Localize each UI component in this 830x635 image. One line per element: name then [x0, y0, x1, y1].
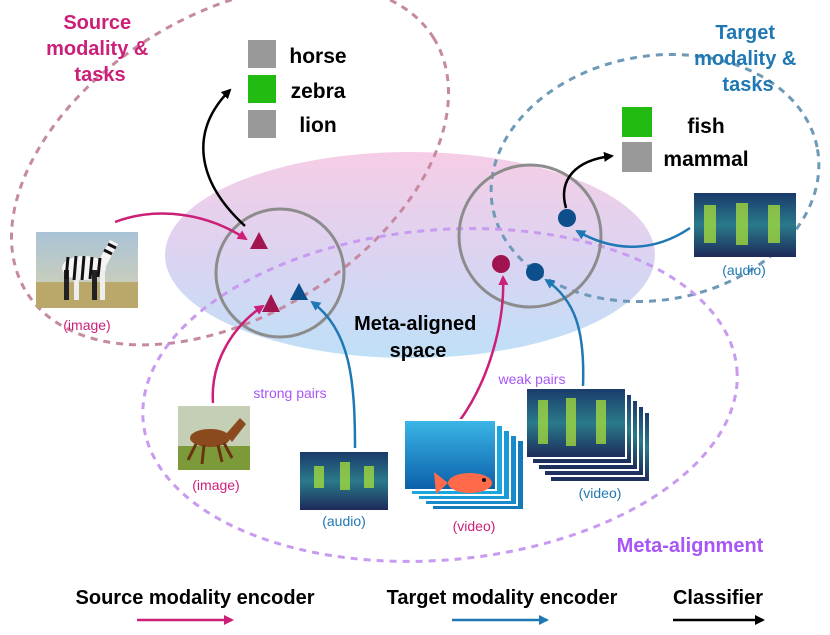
target-region-title: Target modality & tasks: [694, 22, 802, 96]
legend: Source modality encoder Target modality …: [76, 587, 765, 625]
strong-pairs-label: strong pairs: [253, 385, 326, 401]
fish-video-point: [492, 255, 510, 273]
meta-alignment-outline: [141, 227, 739, 563]
zebra-encoder-arrow: [114, 212, 248, 241]
class-label-mammal: mammal: [663, 148, 748, 171]
spectrogram-video-point: [526, 263, 544, 281]
weak-pairs-label: weak pairs: [498, 371, 566, 387]
class-label-fish: fish: [687, 115, 724, 138]
legend-target-label: Target modality encoder: [387, 587, 618, 609]
fish-video-caption: (video): [453, 518, 496, 534]
meta-alignment-title: Meta-alignment: [617, 535, 764, 557]
audio-pair-encoder-arrow: [310, 300, 357, 449]
target-class-list: fish mammal: [622, 107, 749, 172]
class-swatch-horse: [248, 40, 276, 68]
horse-image-caption: (image): [192, 477, 239, 493]
target-audio-spectrogram-icon: [694, 193, 796, 257]
class-swatch-zebra: [248, 75, 276, 103]
target-audio-caption: (audio): [722, 262, 766, 278]
source-embedding-circle: [214, 207, 346, 339]
horse-encoder-arrow: [211, 304, 265, 404]
class-label-lion: lion: [299, 114, 336, 137]
horse-image-point: [262, 294, 280, 312]
class-swatch-lion: [248, 110, 276, 138]
zebra-photo-icon: [36, 232, 138, 308]
video-spec-encoder-arrow: [544, 278, 585, 387]
zebra-image-caption: (image): [63, 317, 110, 333]
zebra-image-point: [250, 232, 268, 249]
legend-classifier-label: Classifier: [673, 587, 763, 609]
source-region-title: Source modality & tasks: [46, 12, 154, 86]
class-label-horse: horse: [289, 45, 346, 68]
audio-pair-caption: (audio): [322, 513, 366, 529]
target-embedding-circle: [457, 163, 603, 309]
audio-spectrogram-icon: [300, 452, 388, 510]
target-audio-encoder-arrow: [575, 226, 691, 248]
source-class-list: horse zebra lion: [248, 40, 347, 138]
horse-photo-icon: [178, 406, 250, 470]
target-audio-point: [558, 209, 576, 227]
spectrogram-video-caption: (video): [579, 485, 622, 501]
spectrogram-video-stack-icon: [525, 387, 651, 483]
source-region-outline: [9, 0, 451, 347]
class-label-zebra: zebra: [291, 80, 346, 103]
audio-pair-point: [290, 283, 308, 300]
class-swatch-mammal: [622, 142, 652, 172]
target-classifier-arrow: [562, 151, 614, 209]
legend-source-label: Source modality encoder: [76, 587, 315, 609]
target-region-outline: [489, 52, 821, 304]
source-classifier-arrow: [202, 88, 246, 227]
class-swatch-fish: [622, 107, 652, 137]
meta-space-title: Meta-aligned space: [354, 313, 482, 362]
fish-video-stack-icon: [403, 419, 525, 511]
fish-video-encoder-arrow: [456, 275, 509, 424]
